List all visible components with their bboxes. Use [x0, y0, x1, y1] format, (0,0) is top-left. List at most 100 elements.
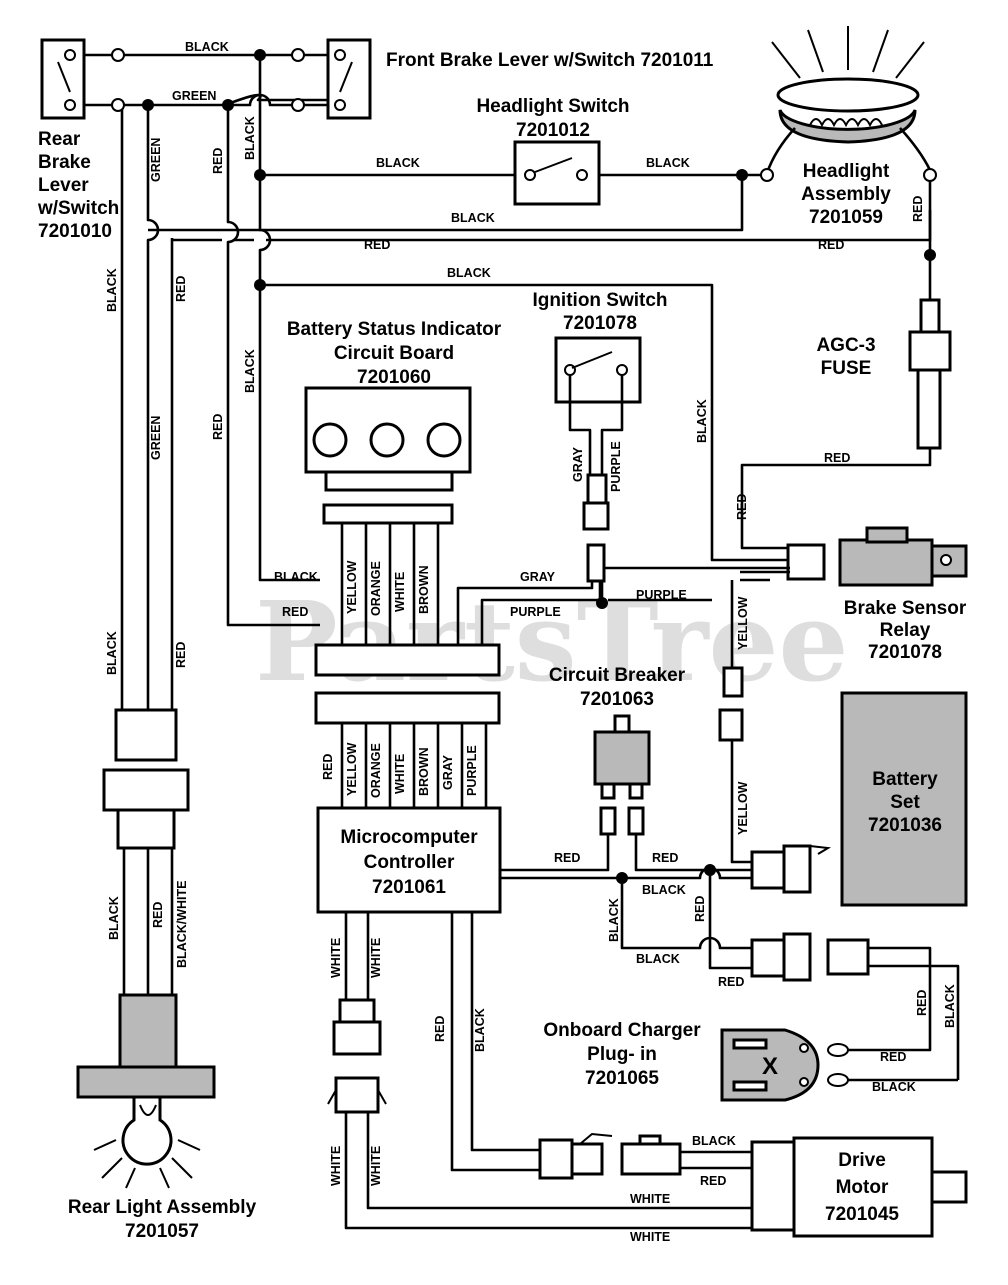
wl-black-batt: BLACK	[642, 883, 686, 897]
wl-red-motor: RED	[700, 1174, 726, 1188]
brake-sensor-relay	[600, 526, 968, 668]
rear-light-assembly	[76, 708, 216, 1189]
wl-black-v1: BLACK	[243, 116, 257, 160]
wl-red-v3: RED	[211, 414, 225, 440]
rear-brake-label-5: 7201010	[38, 221, 112, 242]
battery-status-label-1: Battery Status Indicator	[287, 319, 502, 340]
wire-red-charger	[708, 870, 760, 970]
motor-label-3: 7201045	[825, 1204, 899, 1225]
wl-green-v2: GREEN	[149, 416, 163, 460]
wl-red-chg: RED	[718, 975, 744, 989]
battery-set-label-3: 7201036	[868, 815, 942, 836]
headlight-assembly-label-1: Headlight	[803, 161, 890, 182]
battery-status-indicator-board	[304, 386, 472, 645]
rear-brake-label-2: Brake	[38, 152, 91, 173]
wl-black-motor-v: BLACK	[473, 1008, 487, 1052]
wl-black-relay-v: BLACK	[695, 399, 709, 443]
wl-red-rear-light: RED	[151, 902, 165, 928]
rear-light-label-1: Rear Light Assembly	[68, 1197, 257, 1218]
rear-brake-label-1: Rear	[38, 129, 81, 150]
yellow-connector-bottom	[718, 708, 744, 742]
headlight-switch	[513, 140, 601, 206]
wl-red-v2: RED	[174, 276, 188, 302]
wire-black-2	[148, 175, 744, 232]
ignition-label-1: Ignition Switch	[532, 290, 667, 311]
headlight-assembly-label-2: Assembly	[801, 184, 891, 205]
wl-black-v3: BLACK	[243, 349, 257, 393]
fuse-label-1: AGC-3	[816, 335, 875, 356]
ignition-label-2: 7201078	[563, 313, 637, 334]
wl-black-top: BLACK	[185, 40, 229, 54]
wire-labels: BLACK GREEN BLACK BLACK BLACK RED RED BL…	[172, 40, 916, 1244]
wl-red-motor-v: RED	[433, 1016, 447, 1042]
wl-yellow-relay: YELLOW	[736, 596, 750, 650]
wl-black-motor: BLACK	[692, 1134, 736, 1148]
circuit-breaker	[500, 714, 760, 872]
wl-white-bottom-b: WHITE	[369, 1146, 383, 1186]
harness-wires-lower	[340, 723, 488, 808]
relay-label-2: Relay	[880, 620, 931, 641]
wire-white-upper	[344, 912, 370, 1000]
lower-harness-gray: GRAY	[441, 754, 455, 790]
wl-red-board: RED	[282, 605, 308, 619]
fuse-label-2: FUSE	[821, 358, 872, 379]
wl-red-long-a: RED	[364, 238, 390, 252]
rear-brake-label-3: Lever	[38, 175, 89, 196]
lower-harness-yellow: YELLOW	[345, 742, 359, 796]
wl-black-rear-light: BLACK	[107, 896, 121, 940]
battery-set	[840, 691, 968, 907]
headlight-switch-label-1: Headlight Switch	[476, 96, 629, 117]
wl-red-v4: RED	[174, 642, 188, 668]
microcomputer-controller	[316, 806, 502, 914]
lower-harness-white: WHITE	[393, 754, 407, 794]
charger-label-2: Plug- in	[587, 1044, 657, 1065]
motor-label-2: Motor	[836, 1177, 889, 1198]
controller-label-1: Microcomputer	[340, 827, 478, 848]
wl-red-fuse: RED	[824, 451, 850, 465]
wl-green-v1: GREEN	[149, 138, 163, 182]
wire-red-black-motor	[450, 912, 540, 1172]
charger-label-1: Onboard Charger	[543, 1020, 701, 1041]
wl-black-v2: BLACK	[105, 268, 119, 312]
wl-red-plug: RED	[880, 1050, 906, 1064]
wl-black-hl: BLACK	[646, 156, 690, 170]
watermark: PartsTree	[255, 577, 849, 706]
wl-black-board: BLACK	[274, 570, 318, 584]
wl-white-ctrl-b: WHITE	[369, 938, 383, 978]
wl-red-batt: RED	[652, 851, 678, 865]
wl-black-chg: BLACK	[636, 952, 680, 966]
wl-red-cb-v: RED	[693, 896, 707, 922]
wire-labels-vertical: BLACK GREEN RED BLACK RED BLACK RED GREE…	[105, 116, 957, 1186]
upper-harness-orange: ORANGE	[369, 561, 383, 616]
wl-white-ctrl-a: WHITE	[329, 938, 343, 978]
charger-connectors	[750, 932, 960, 1087]
headlight-assembly	[760, 26, 937, 300]
wl-white-bottom-a: WHITE	[329, 1146, 343, 1186]
harness-connector-lower	[314, 691, 501, 725]
white-connector-c	[327, 1076, 387, 1114]
wl-black-2: BLACK	[451, 211, 495, 225]
breaker-label-1: Circuit Breaker	[549, 665, 686, 686]
onboard-charger-plug: X	[720, 1028, 820, 1102]
wire-white-motor	[344, 1112, 752, 1230]
drive-motor	[750, 1136, 968, 1238]
headlight-assembly-label-3: 7201059	[809, 207, 883, 228]
wl-blackwhite-rear-light: BLACK/WHITE	[175, 881, 189, 969]
front-brake-lever-switch	[291, 38, 372, 120]
wl-red-chg-v: RED	[915, 990, 929, 1016]
ignition-switch	[456, 336, 712, 645]
motor-connectors	[538, 1132, 752, 1180]
wl-black-hs: BLACK	[376, 156, 420, 170]
charger-x-mark: X	[762, 1053, 778, 1080]
wl-red-relay-v: RED	[735, 494, 749, 520]
wl-purple-relay: PURPLE	[636, 588, 687, 602]
headlight-switch-label-2: 7201012	[516, 120, 590, 141]
rear-brake-lever-switch	[40, 38, 125, 120]
wl-black-3: BLACK	[447, 266, 491, 280]
battery-status-label-2: Circuit Board	[334, 343, 454, 364]
wl-red-long-b: RED	[818, 238, 844, 252]
wl-gray-ign: GRAY	[571, 446, 585, 482]
upper-harness-white: WHITE	[393, 572, 407, 612]
